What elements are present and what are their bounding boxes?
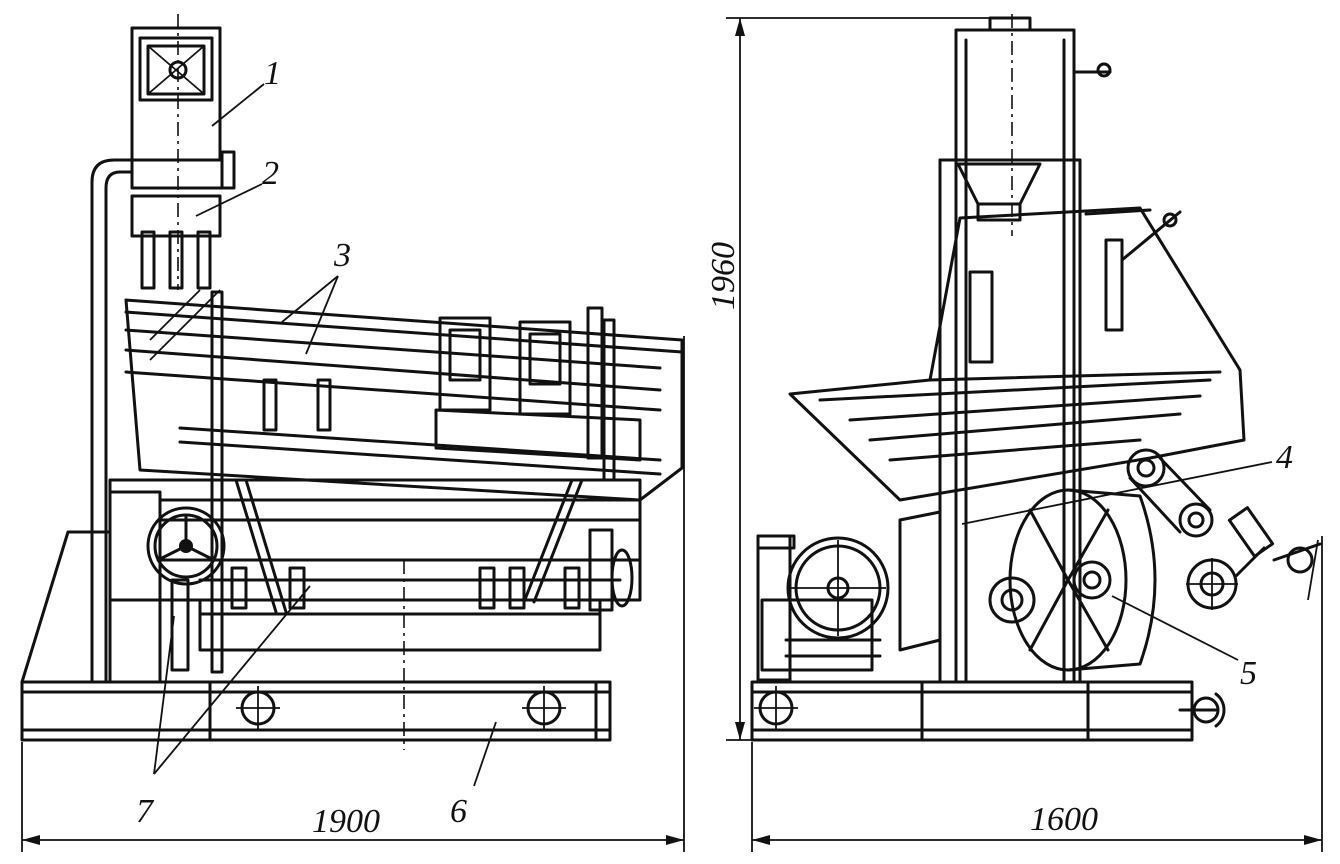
dimension-labels: 1900 1600 1960 bbox=[312, 242, 1098, 840]
callout-labels: 1 2 3 4 5 6 7 bbox=[136, 55, 1293, 830]
leader-3a bbox=[281, 275, 339, 323]
leader-6 bbox=[473, 721, 497, 787]
dimension-lines bbox=[21, 17, 1323, 852]
leader-7a bbox=[153, 615, 175, 775]
front-riser-pipe bbox=[90, 158, 134, 684]
front-lower-frame bbox=[108, 478, 642, 602]
front-distributor bbox=[130, 158, 224, 190]
front-column bbox=[108, 490, 162, 684]
side-tall-frame bbox=[954, 28, 1076, 684]
callout-5: 5 bbox=[1240, 655, 1257, 692]
leader-3b bbox=[305, 275, 339, 355]
side-upper-pulley bbox=[1126, 448, 1166, 488]
leader-4 bbox=[961, 461, 1273, 525]
callout-4: 4 bbox=[1276, 439, 1293, 476]
dim-front-width: 1900 bbox=[312, 803, 380, 840]
leader-1 bbox=[211, 83, 265, 127]
leader-7b bbox=[153, 585, 311, 775]
side-lower-pulley bbox=[1178, 502, 1214, 538]
side-view bbox=[750, 14, 1322, 742]
front-base-plate bbox=[20, 530, 112, 684]
side-funnel bbox=[956, 162, 1042, 206]
leader-lines bbox=[153, 83, 1273, 787]
dim-height: 1960 bbox=[705, 242, 742, 310]
leader-5 bbox=[1111, 595, 1239, 661]
front-handwheel[interactable] bbox=[146, 506, 226, 586]
dim-side-width: 1600 bbox=[1030, 801, 1098, 838]
front-base-frame bbox=[20, 680, 612, 742]
side-roll-housing bbox=[788, 206, 1246, 502]
callout-3: 3 bbox=[333, 237, 351, 274]
callout-2: 2 bbox=[262, 155, 279, 192]
callout-6: 6 bbox=[450, 793, 467, 830]
callout-1: 1 bbox=[264, 55, 281, 92]
side-motor-wheel bbox=[786, 536, 890, 640]
front-view bbox=[20, 14, 684, 750]
callout-7: 7 bbox=[136, 793, 155, 830]
leader-2 bbox=[195, 183, 263, 217]
